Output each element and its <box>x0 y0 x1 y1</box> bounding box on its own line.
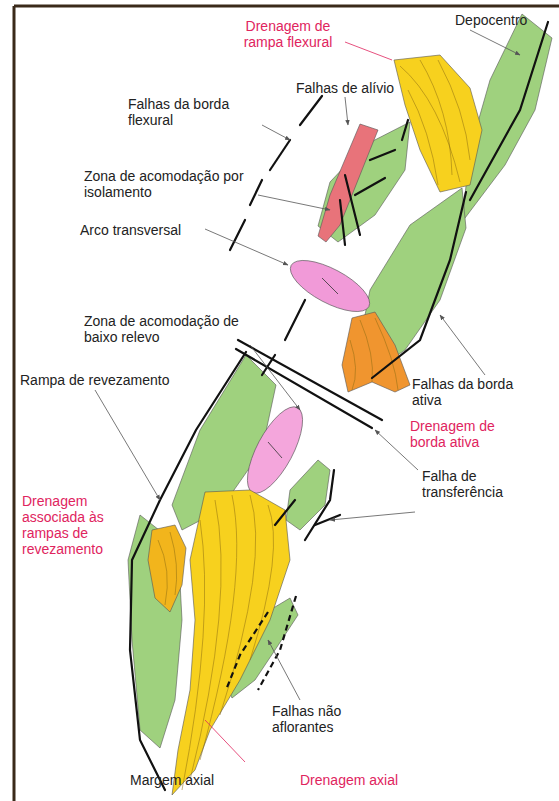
annotation-label: Zona de acomodação de baixo relevo <box>84 313 249 345</box>
annotation-label: Drenagem axial <box>300 772 420 788</box>
annotation-label: Margem axial <box>130 772 240 788</box>
annotation-label: Falhas de alívio <box>296 80 406 96</box>
annotation-label: Zona de acomodação por isolamento <box>84 168 259 200</box>
annotation-label: Falhas da borda ativa <box>412 376 527 408</box>
annotation-label: Arco transversal <box>80 222 210 238</box>
annotation-label: Falhas não aflorantes <box>272 703 372 735</box>
annotation-label: Drenagem associada às rampas de revezame… <box>22 493 140 557</box>
annotation-label: Drenagem de rampa flexural <box>232 18 344 50</box>
annotation-label: Depocentro <box>455 12 555 28</box>
annotation-label: Drenagem de borda ativa <box>410 418 530 450</box>
annotation-label: Falhas da borda flexural <box>128 96 253 128</box>
annotation-label: Rampa de revezamento <box>20 372 180 388</box>
annotation-label: Falha de transferência <box>422 468 532 500</box>
